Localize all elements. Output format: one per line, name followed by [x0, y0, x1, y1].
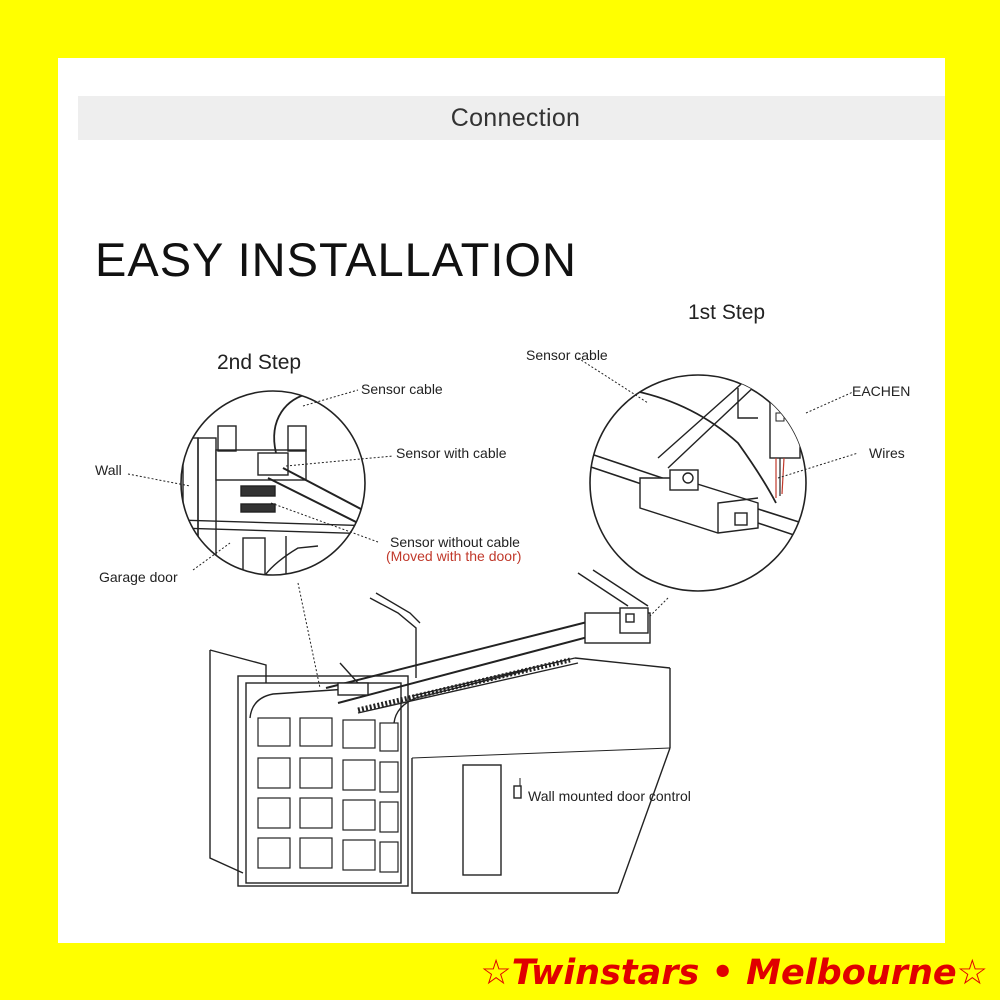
main-title: EASY INSTALLATION: [95, 233, 577, 286]
moved-with-door-note: (Moved with the door): [386, 548, 521, 564]
wires-label: Wires: [869, 445, 905, 461]
sensor-cable-left-label: Sensor cable: [361, 381, 443, 397]
wall-control-label: Wall mounted door control: [528, 788, 691, 804]
brand-text: ☆Twinstars • Melbourne☆: [480, 952, 988, 993]
sensor-cable-right-label: Sensor cable: [526, 347, 608, 363]
second-step-detail: [127, 389, 394, 689]
sensor-with-cable-label: Sensor with cable: [396, 445, 507, 461]
sensor-without-cable-label: Sensor without cable: [390, 534, 520, 550]
first-step-detail: [577, 357, 859, 619]
garage-scene: [209, 569, 671, 894]
header-bar: Connection: [78, 96, 945, 140]
header-title: Connection: [450, 103, 581, 132]
garage-door-label: Garage door: [99, 569, 178, 585]
footer-banner: ☆Twinstars • Melbourne☆: [0, 945, 1000, 1000]
wall-control-icon: [513, 785, 522, 799]
wall-label: Wall: [95, 462, 122, 478]
eachen-module-icon: [769, 397, 801, 459]
installation-diagram: 1st Step 2nd Step Sensor cable Sensor wi…: [95, 301, 910, 894]
step-1-title: 1st Step: [688, 301, 765, 324]
step-2-title: 2nd Step: [217, 351, 301, 374]
content-panel: Connection EASY INSTALLATION: [58, 58, 945, 943]
eachen-label: EACHEN: [852, 383, 910, 399]
